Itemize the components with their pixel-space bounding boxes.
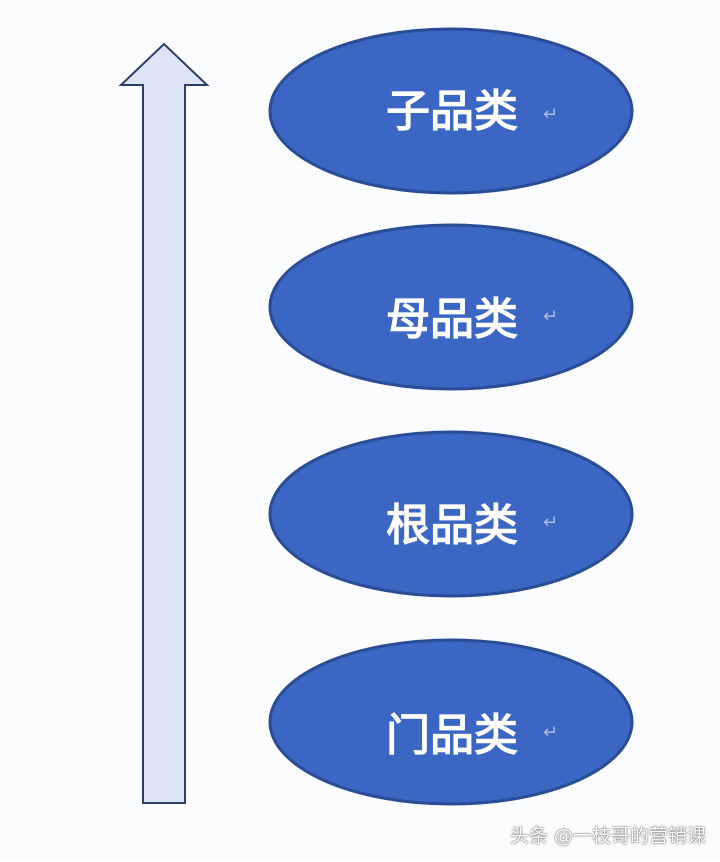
upward-arrow <box>118 42 210 804</box>
category-ellipse <box>268 638 634 806</box>
category-ellipse <box>268 27 634 195</box>
category-label: 门品类 <box>386 710 518 761</box>
watermark: 头条 @一枝哥的营销课 <box>509 825 706 847</box>
return-mark: ↵ <box>543 722 558 743</box>
category-label: 子品类 <box>386 86 518 137</box>
category-label: 根品类 <box>386 500 518 551</box>
category-node-parent: 母品类 ↵ <box>268 223 634 391</box>
category-node-root: 根品类 ↵ <box>268 430 634 598</box>
return-mark: ↵ <box>543 306 558 327</box>
category-ellipse <box>268 430 634 598</box>
category-label: 母品类 <box>386 294 518 345</box>
category-ellipse <box>268 223 634 391</box>
category-node-gateway: 门品类 ↵ <box>268 638 634 806</box>
return-mark: ↵ <box>543 104 558 125</box>
category-node-sub: 子品类 ↵ <box>268 27 634 195</box>
return-mark: ↵ <box>543 512 558 533</box>
